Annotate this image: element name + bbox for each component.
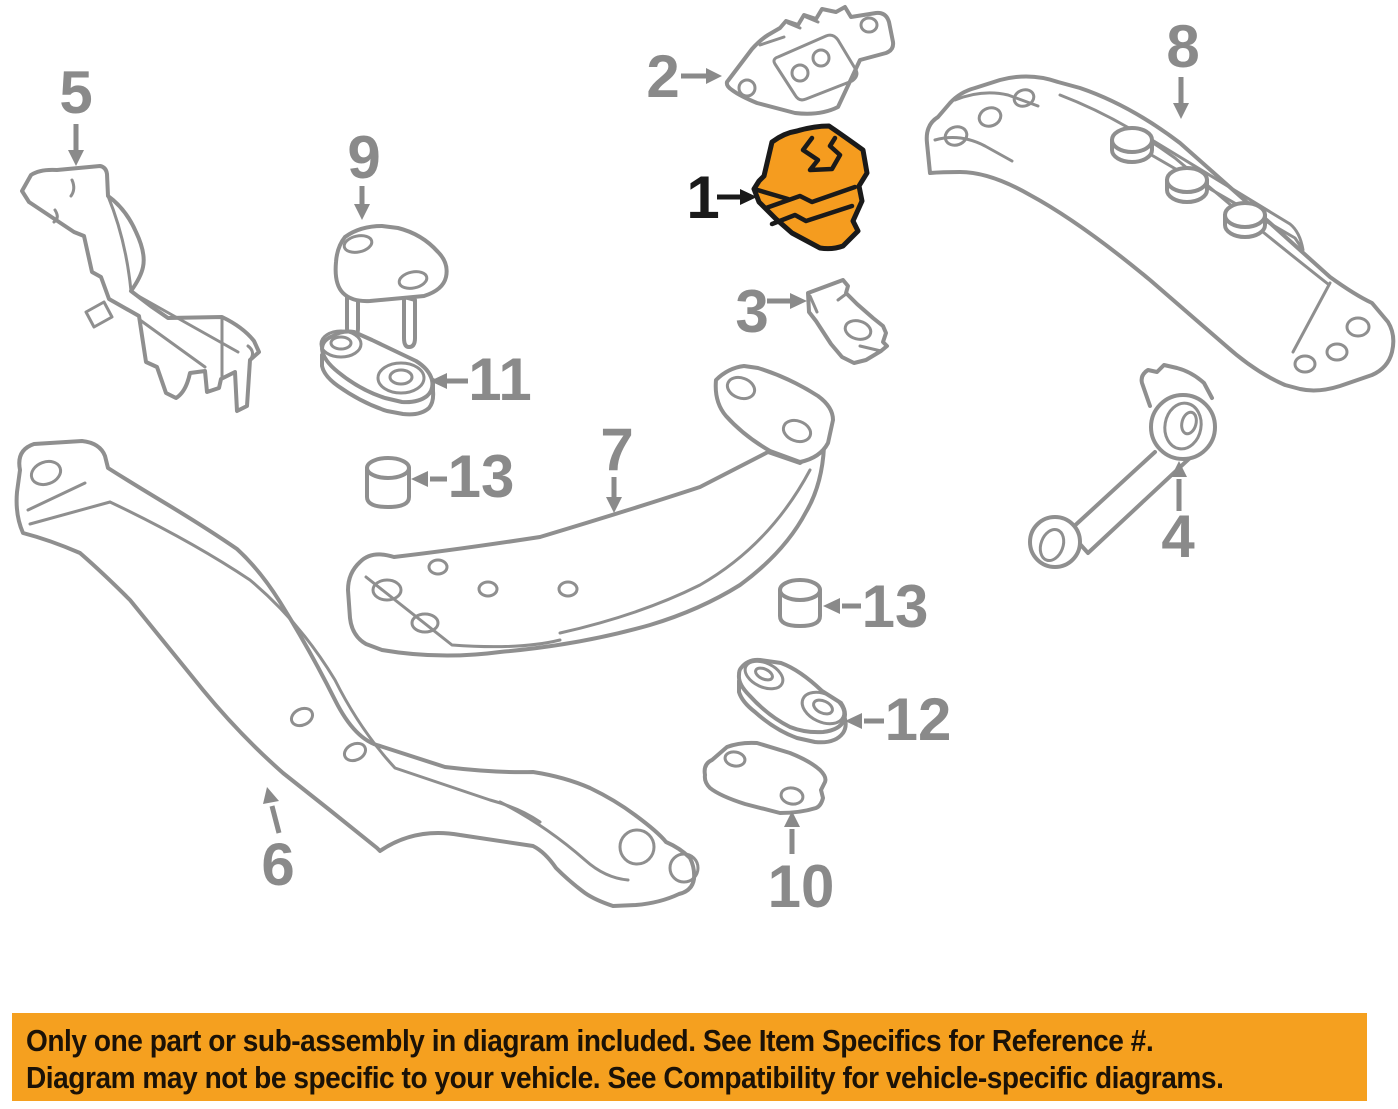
part-2-mount-bracket <box>724 5 896 116</box>
callout-3-label: 3 <box>735 278 768 345</box>
callout-6: 6 <box>261 787 295 898</box>
arrow-up-icon <box>784 811 800 827</box>
callout-12-label: 12 <box>885 686 952 753</box>
disclaimer-line-1: Only one part or sub-assembly in diagram… <box>26 1023 1154 1058</box>
part-8-rear-crossmember <box>924 74 1396 393</box>
callout-7-label: 7 <box>600 416 633 483</box>
arrow-left-icon <box>411 471 428 487</box>
bolt-cap <box>1110 126 1267 239</box>
part-5-engine-mount-bracket <box>20 164 261 413</box>
part-3-small-bracket <box>806 278 889 365</box>
arrow-down-icon <box>606 497 622 513</box>
callout-5: 5 <box>59 59 93 166</box>
callout-7: 7 <box>600 416 634 513</box>
arrow-down-icon <box>68 150 84 166</box>
arrow-down-icon <box>1173 103 1189 119</box>
part-13-cushion-right <box>778 578 822 628</box>
callout-13-left: 13 <box>411 443 514 510</box>
part-9-stud-plate <box>333 224 449 349</box>
part-7-center-crossmember <box>346 364 835 658</box>
callout-3: 3 <box>735 278 807 345</box>
arrow-right-icon <box>706 68 722 84</box>
arrow-up-icon <box>263 787 279 804</box>
part-10-lower-plate <box>702 740 828 815</box>
callout-4-label: 4 <box>1161 503 1195 570</box>
callout-8-label: 8 <box>1166 13 1199 80</box>
arrow-up-icon <box>1171 461 1187 477</box>
part-4-pitching-stopper-rod <box>1028 363 1217 569</box>
part-12-spacer-block <box>736 657 848 745</box>
callout-13-left-label: 13 <box>448 443 515 510</box>
arrow-right-icon <box>740 189 757 205</box>
callout-5-label: 5 <box>59 59 92 126</box>
callout-1-highlighted: 1 <box>686 164 757 231</box>
part-13-cushion-left <box>365 456 411 509</box>
callout-11-label: 11 <box>468 346 531 413</box>
callout-12: 12 <box>845 686 951 753</box>
callout-9-label: 9 <box>347 124 380 191</box>
disclaimer-banner: Only one part or sub-assembly in diagram… <box>12 1013 1367 1101</box>
callout-2: 2 <box>646 43 722 110</box>
part-6-front-crossmember <box>14 439 700 908</box>
callout-6-label: 6 <box>261 831 294 898</box>
callout-10: 10 <box>768 811 835 920</box>
callout-1-label: 1 <box>686 164 719 231</box>
callout-2-label: 2 <box>646 43 679 110</box>
callout-13-right-label: 13 <box>862 573 929 640</box>
callout-13-right: 13 <box>823 573 928 640</box>
exploded-parts-diagram: 5 9 2 1 8 3 11 <box>14 5 1396 920</box>
callout-11: 11 <box>430 346 532 413</box>
callout-10-label: 10 <box>768 853 835 920</box>
part-1-mount-cushion-highlighted <box>751 123 870 252</box>
arrow-left-icon <box>430 373 447 389</box>
disclaimer-line-2: Diagram may not be specific to your vehi… <box>26 1060 1224 1095</box>
callout-4: 4 <box>1161 461 1195 570</box>
arrow-right-icon <box>790 293 807 309</box>
arrow-down-icon <box>354 204 370 220</box>
arrow-left-icon <box>845 713 862 729</box>
part-11-spacer-block <box>319 329 436 417</box>
arrow-left-icon <box>823 598 840 614</box>
callout-8: 8 <box>1166 13 1200 119</box>
callout-9: 9 <box>347 124 381 220</box>
